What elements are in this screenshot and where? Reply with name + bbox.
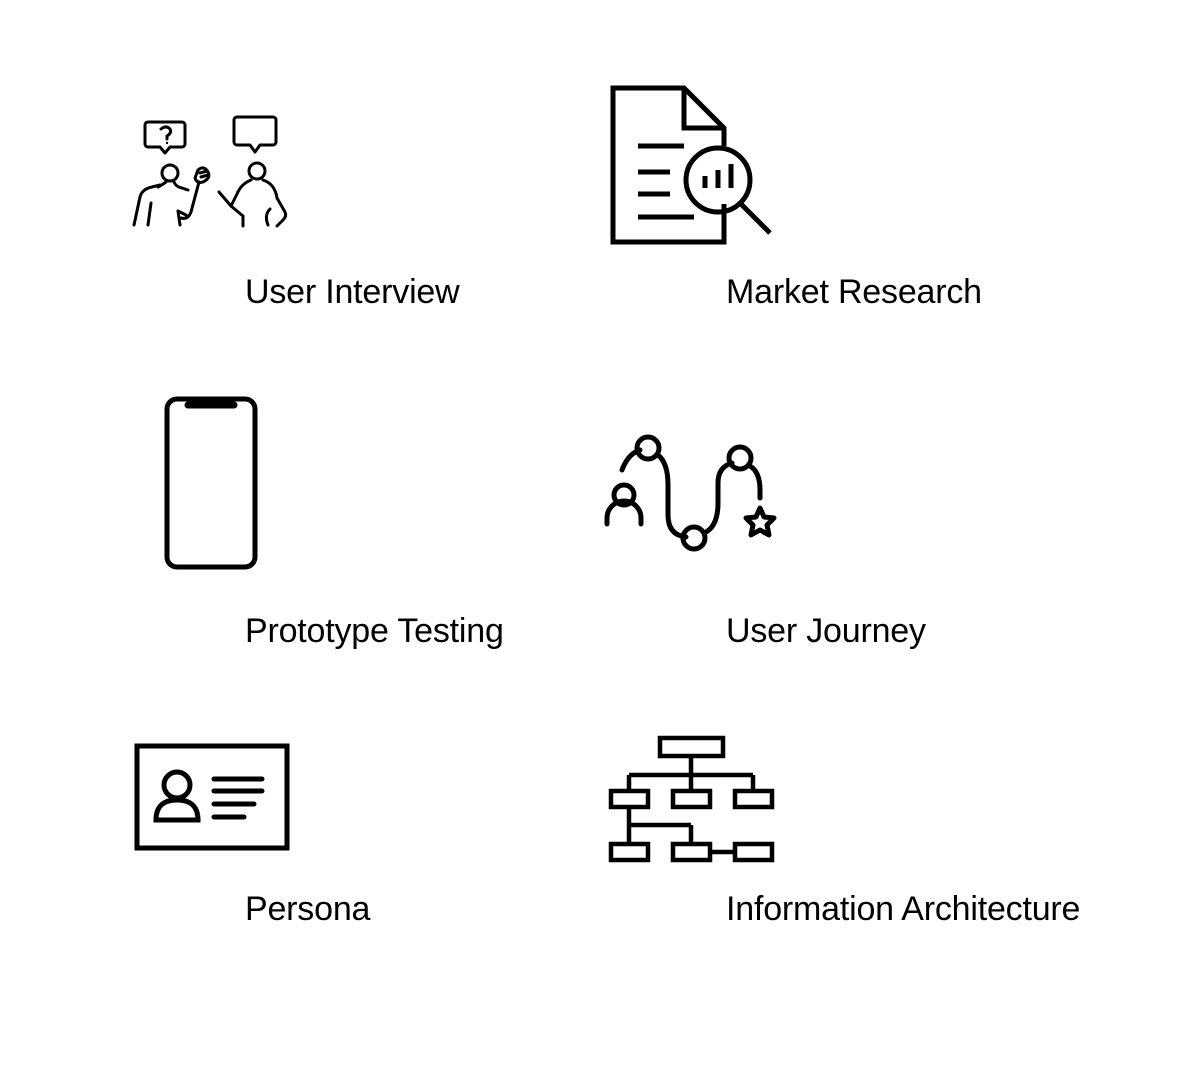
item-label-market-research: Market Research [726,273,982,311]
item-label-user-journey: User Journey [726,612,926,650]
item-label-user-interview: User Interview [245,273,460,311]
market-research-icon [608,84,778,249]
item-label-information-architecture: Information Architecture [726,890,1081,928]
sitemap-icon [605,733,780,868]
user-journey-icon [600,430,785,555]
user-interview-icon [130,115,295,235]
item-label-persona: Persona [245,890,371,928]
smartphone-icon [163,395,259,571]
persona-card-icon [134,743,290,851]
item-label-prototype-testing: Prototype Testing [245,612,504,650]
